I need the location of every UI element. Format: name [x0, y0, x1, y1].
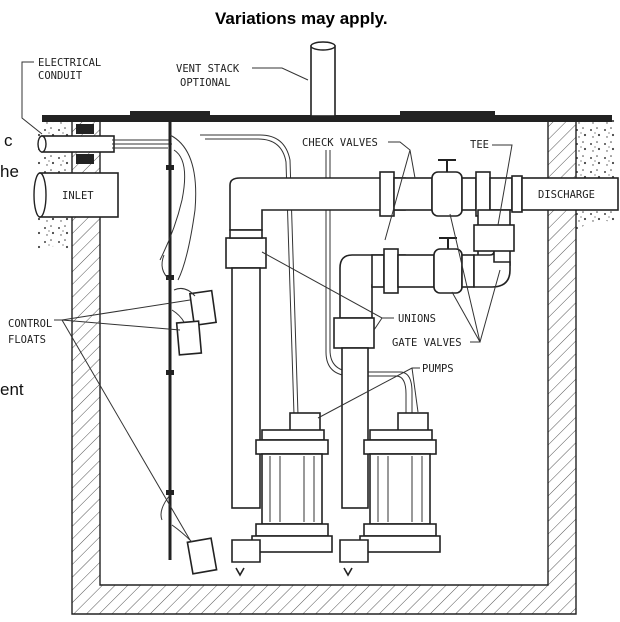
tee-label: TEE	[470, 139, 489, 151]
vent-stack-label-line2: OPTIONAL	[180, 77, 231, 89]
diagram-title: Variations may apply.	[215, 9, 388, 28]
discharge-label: DISCHARGE	[538, 189, 595, 201]
label-control-floats: CONTROL FLOATS	[8, 299, 191, 541]
upper-valve-train	[379, 159, 619, 217]
float-2	[171, 309, 203, 356]
cutoff-text-1: c	[4, 131, 13, 150]
basin	[42, 111, 612, 615]
label-unions: UNIONS	[261, 251, 436, 331]
cutoff-text-2: he	[0, 162, 19, 181]
float-rod	[159, 122, 197, 560]
float-3	[160, 494, 218, 575]
label-pumps: PUMPS	[317, 363, 454, 419]
inlet-pipe: INLET	[33, 172, 119, 218]
label-tee: TEE	[470, 139, 513, 226]
label-gate-valves: GATE VALVES	[392, 213, 501, 349]
discharge-pipe-1	[225, 177, 406, 509]
float-1	[161, 254, 218, 327]
pump-1	[231, 412, 333, 577]
check-valves-label: CHECK VALVES	[302, 137, 378, 149]
gate-valves-label: GATE VALVES	[392, 337, 462, 349]
pumps-label: PUMPS	[422, 363, 454, 375]
vent-stack	[310, 41, 336, 117]
vent-stack-label-line1: VENT STACK	[176, 63, 240, 75]
lower-valve-train	[371, 237, 511, 294]
pump-2	[339, 412, 441, 577]
control-floats-label-line1: CONTROL	[8, 318, 52, 330]
electrical-conduit-label-line1: ELECTRICAL	[38, 57, 101, 69]
control-floats-label-line2: FLOATS	[8, 334, 46, 346]
unions-label: UNIONS	[398, 313, 436, 325]
label-vent-stack: VENT STACK OPTIONAL	[176, 63, 309, 89]
control-floats	[160, 254, 218, 575]
inlet-label: INLET	[62, 190, 94, 202]
cutoff-text-3: ent	[0, 380, 24, 399]
pump-wiring	[200, 134, 413, 416]
basin-lid	[42, 115, 612, 122]
electrical-conduit	[37, 135, 172, 153]
label-electrical-conduit: ELECTRICAL CONDUIT	[21, 57, 101, 135]
label-check-valves: CHECK VALVES	[302, 137, 416, 241]
label-discharge: DISCHARGE	[538, 189, 595, 201]
electrical-conduit-label-line2: CONDUIT	[38, 70, 83, 82]
